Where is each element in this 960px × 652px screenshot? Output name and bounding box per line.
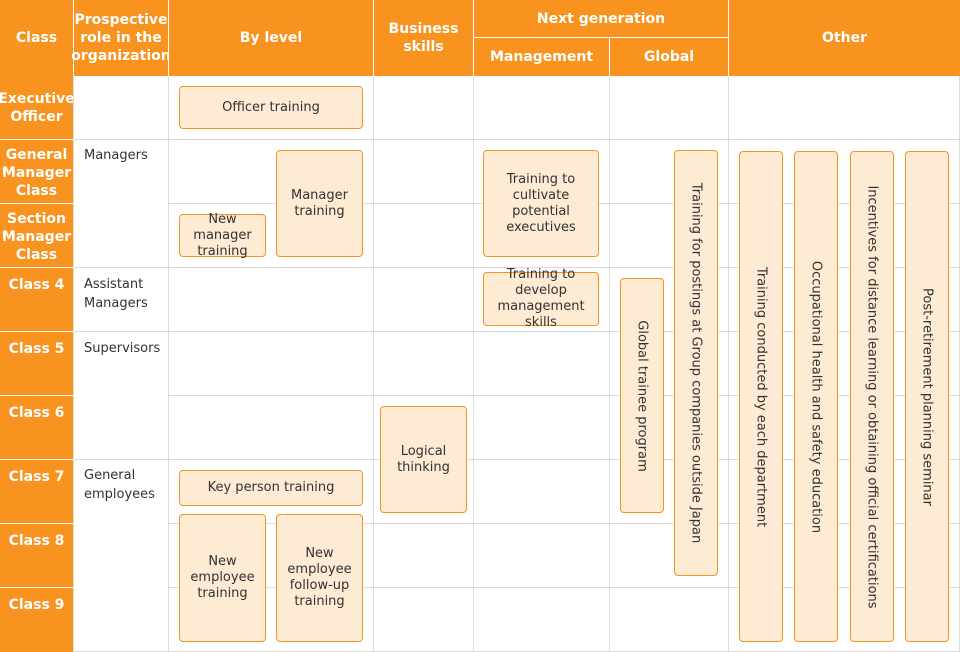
header-other: Other (729, 0, 960, 76)
grid-hline (73, 139, 960, 140)
grid-hline (168, 395, 960, 396)
header-global: Global (610, 38, 728, 76)
program-distance-learning-label: Incentives for distance learning or obta… (864, 184, 880, 609)
grid-vline (168, 76, 169, 652)
header-management: Management (474, 38, 609, 76)
row-label-divider (0, 395, 73, 396)
grid-vline (473, 76, 474, 652)
grid-hline (168, 523, 960, 524)
program-new-employee-training: New employee training (179, 514, 266, 642)
program-logical-thinking: Logical thinking (380, 406, 467, 513)
program-group-postings: Training for postings at Group companies… (674, 150, 718, 576)
grid-hline (73, 267, 960, 268)
row-label-divider (0, 267, 73, 268)
program-global-trainee-label: Global trainee program (634, 319, 650, 472)
grid-hline (168, 587, 960, 588)
row-label-divider (0, 331, 73, 332)
grid-hline (73, 331, 960, 332)
program-health-safety: Occupational health and safety education (794, 151, 838, 642)
header-by-level: By level (169, 0, 373, 76)
header-role: Prospective role in the organization (71, 0, 171, 76)
program-cultivate-executives: Training to cultivate potential executiv… (483, 150, 599, 257)
role-general-employees: General employees (84, 468, 155, 502)
program-manager-training: Manager training (276, 150, 363, 257)
header-class: Class (0, 0, 73, 76)
header-business-skills: Business skills (374, 0, 473, 76)
row-label-general-manager: General Manager Class (0, 140, 73, 203)
row-label-section-manager: Section Manager Class (0, 204, 73, 267)
role-managers: Managers (84, 148, 148, 163)
program-new-employee-followup: New employee follow-up training (276, 514, 363, 642)
program-post-retirement-label: Post-retirement planning seminar (919, 287, 935, 506)
row-label-divider (0, 523, 73, 524)
header-next-generation: Next generation (474, 0, 728, 37)
program-group-postings-label: Training for postings at Group companies… (688, 182, 704, 544)
program-distance-learning: Incentives for distance learning or obta… (850, 151, 894, 642)
row-label-divider (0, 587, 73, 588)
row-label-divider (0, 459, 73, 460)
program-develop-management: Training to develop management skills (483, 267, 599, 330)
row-label-divider (0, 139, 73, 140)
program-global-trainee: Global trainee program (620, 278, 664, 513)
program-new-manager-training: New manager training (179, 212, 266, 259)
row-label-class-4: Class 4 (0, 268, 73, 331)
grid-vline (373, 76, 374, 652)
role-supervisors: Supervisors (84, 341, 161, 356)
program-officer-training: Officer training (179, 86, 363, 129)
program-post-retirement: Post-retirement planning seminar (905, 151, 949, 642)
row-label-class-9: Class 9 (0, 588, 73, 652)
grid-vline (609, 76, 610, 652)
row-label-class-5: Class 5 (0, 332, 73, 395)
row-label-class-6: Class 6 (0, 396, 73, 459)
role-assistant-managers: Assistant Managers (84, 277, 148, 311)
program-key-person-training: Key person training (179, 470, 363, 506)
grid-vline (73, 76, 74, 652)
grid-hline (73, 459, 960, 460)
program-department-training-label: Training conducted by each department (753, 266, 769, 527)
row-label-class-8: Class 8 (0, 524, 73, 587)
program-department-training: Training conducted by each department (739, 151, 783, 642)
row-label-executive-officer: Executive Officer (0, 76, 75, 139)
program-health-safety-label: Occupational health and safety education (808, 260, 824, 533)
header-subdivider (474, 37, 728, 38)
row-label-divider (0, 203, 73, 204)
row-label-class-7: Class 7 (0, 460, 73, 523)
grid-vline (728, 76, 729, 652)
